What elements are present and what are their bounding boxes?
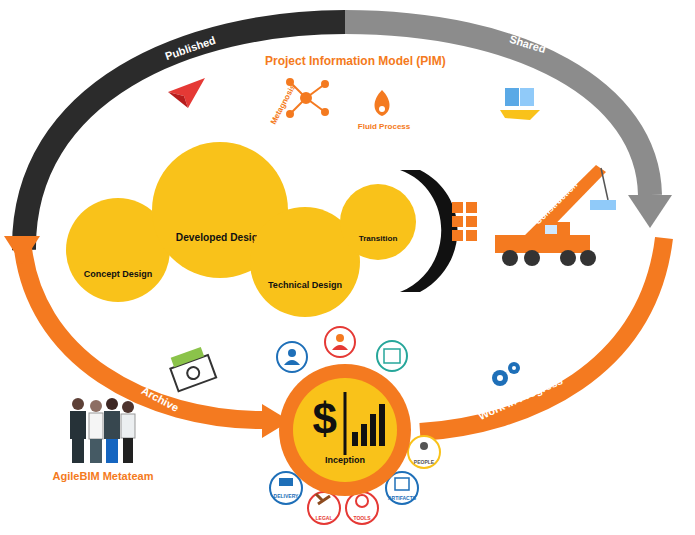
node-label: Inception: [293, 455, 397, 465]
inception-circle: $ Inception: [293, 378, 397, 482]
transition-circle: Transition: [340, 184, 416, 260]
icon-label: LEGAL: [316, 515, 333, 521]
icon-label: PEOPLE: [414, 459, 434, 465]
diagram-title: Project Information Model (PIM): [265, 54, 446, 68]
team-label: AgileBIM Metateam: [53, 470, 154, 482]
icon-label: Fluid Process: [358, 122, 410, 131]
icon-label: DELIVERY: [274, 493, 299, 499]
node-label: Technical Design: [250, 280, 360, 290]
icon-label: Metagnosis: [269, 82, 298, 125]
icon-label: TOOLS: [353, 515, 370, 521]
node-label: Concept Design: [66, 269, 170, 279]
icon-label: ARTIFACTS: [388, 495, 416, 501]
currency-symbol: $: [293, 397, 337, 441]
node-label: Transition: [340, 234, 416, 243]
